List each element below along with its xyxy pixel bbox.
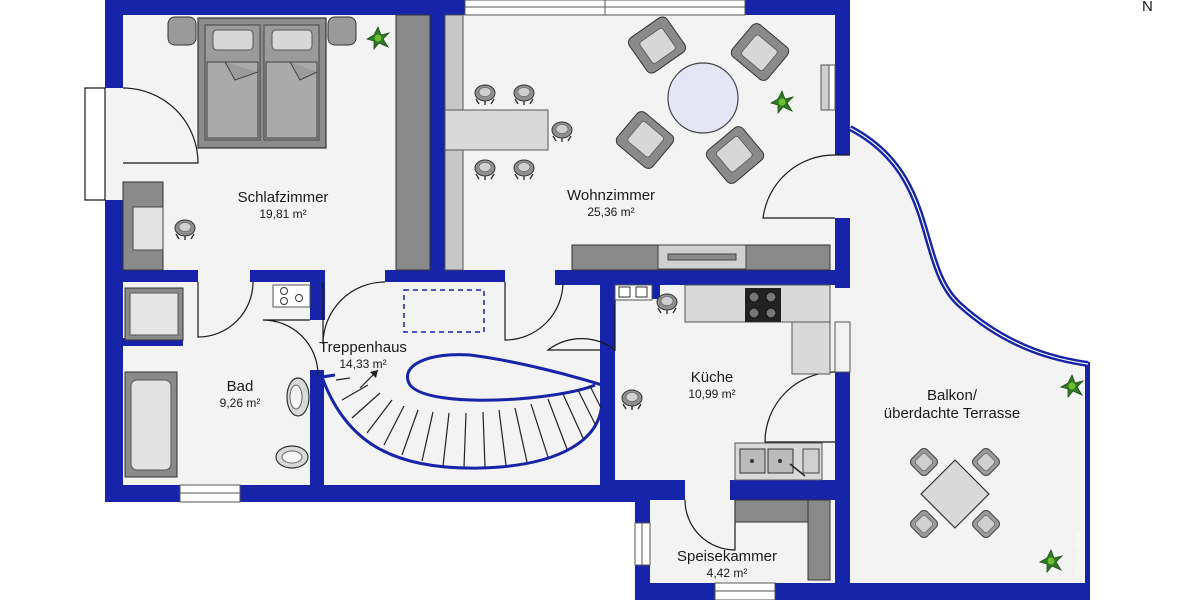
room-label-balkon: Balkon/ überdachte Terrasse [884,387,1020,423]
doors [84,87,850,551]
pantry-furniture [734,499,831,581]
room-name-line1: Balkon/ [926,387,978,404]
room-name-line2: überdachte Terrasse [883,405,1021,422]
balcony-furniture [907,374,1084,573]
room-area: 14,33 m² [339,357,387,371]
living-furniture [444,14,831,271]
room-label-treppenhaus: Treppenhaus 14,33 m² [319,339,407,371]
room-label-kueche: Küche 10,99 m² [688,369,735,401]
watermark: McGrundriss [1075,533,1082,575]
room-label-schlafzimmer: Schlafzimmer 19,81 m² [238,189,329,221]
room-name: Küche [690,369,734,386]
room-label-speisekammer: Speisekammer 4,42 m² [677,548,777,580]
room-name: Treppenhaus [319,339,407,356]
room-area: 19,81 m² [259,207,307,221]
bathroom-furniture [124,284,311,478]
room-area: 10,99 m² [688,387,736,401]
kitchen-furniture [614,284,831,481]
north-indicator: N [1142,0,1153,15]
windows [179,0,851,600]
room-area: 9,26 m² [219,396,261,410]
bedroom-furniture [122,14,431,271]
room-name: Wohnzimmer [566,187,656,204]
room-area: 4,42 m² [706,566,748,580]
room-name: Schlafzimmer [237,189,329,206]
walls [105,0,1090,600]
room-label-bad: Bad 9,26 m² [220,378,261,410]
room-name: Bad [226,378,254,395]
room-area: 25,36 m² [587,205,635,219]
staircase [320,289,604,470]
room-label-wohnzimmer: Wohnzimmer 25,36 m² [567,187,655,219]
room-name: Speisekammer [676,548,778,565]
